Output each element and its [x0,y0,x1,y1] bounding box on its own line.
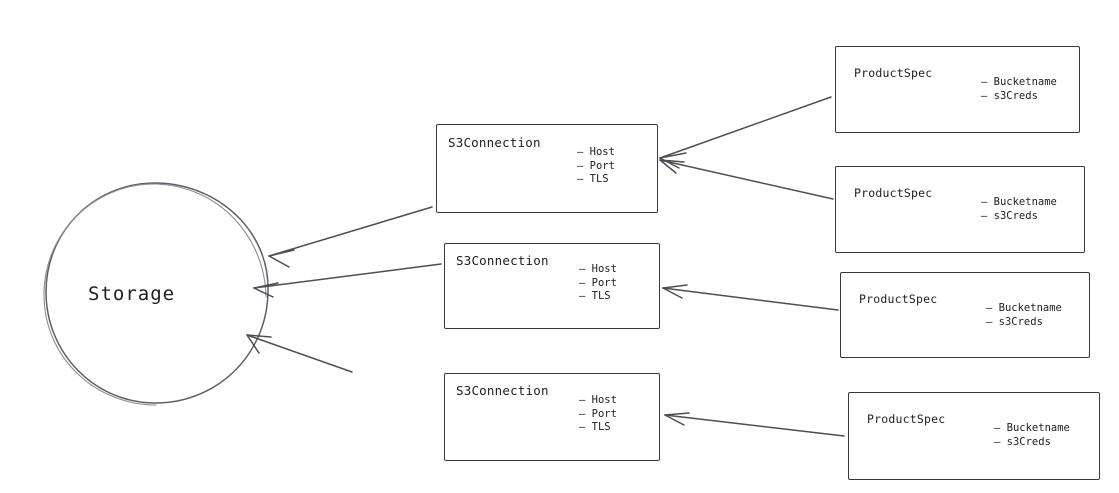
arrow-conn3-to-storage [246,334,353,373]
node-productspec-4[interactable]: ProductSpec – Bucketname – s3Creds [848,392,1100,480]
node-title: S3Connection [448,135,541,150]
node-attrs: – Host – Port – TLS [579,263,617,304]
storage-node-label: Storage [88,283,176,305]
node-attrs: – Bucketname – s3Creds [986,302,1062,329]
attr-item: – Port [579,276,617,289]
node-productspec-2[interactable]: ProductSpec – Bucketname – s3Creds [835,166,1085,253]
arrow-spec1-to-conn1 [659,96,832,169]
node-s3connection-1[interactable]: S3Connection – Host – Port – TLS [436,124,658,213]
arrow-spec4-to-conn3 [664,412,845,437]
node-s3connection-2[interactable]: S3Connection – Host – Port – TLS [444,243,660,329]
arrow-conn1-to-storage [268,206,433,268]
node-title: ProductSpec [859,292,938,306]
attr-item: – TLS [579,290,611,302]
node-title: ProductSpec [854,66,933,80]
node-attrs: – Host – Port – TLS [577,146,615,187]
attr-item: – s3Creds [981,209,1038,222]
node-productspec-1[interactable]: ProductSpec – Bucketname – s3Creds [835,46,1080,133]
attr-item: – TLS [577,173,609,185]
node-attrs: – Bucketname – s3Creds [981,76,1057,103]
attr-item: – s3Creds [981,89,1038,102]
attr-item: – Port [579,407,617,420]
attr-item: – Host [577,146,615,158]
attr-item: – s3Creds [986,315,1043,328]
node-attrs: – Host – Port – TLS [579,394,617,435]
node-title: S3Connection [456,253,549,268]
node-title: ProductSpec [867,412,946,426]
attr-item: – Bucketname [994,422,1070,434]
attr-item: – Host [579,263,617,275]
attr-item: – Host [579,394,617,406]
arrow-conn2-to-storage [253,263,442,298]
attr-item: – Bucketname [981,196,1057,208]
node-productspec-3[interactable]: ProductSpec – Bucketname – s3Creds [840,272,1090,358]
attr-item: – s3Creds [994,435,1051,448]
node-attrs: – Bucketname – s3Creds [994,422,1070,449]
arrow-spec2-to-conn1 [659,159,834,200]
attr-item: – Port [577,159,615,172]
node-title: ProductSpec [854,186,933,200]
attr-item: – Bucketname [981,76,1057,88]
attr-item: – Bucketname [986,302,1062,314]
arrow-spec3-to-conn2 [662,284,839,311]
attr-item: – TLS [579,421,611,433]
node-s3connection-3[interactable]: S3Connection – Host – Port – TLS [444,373,660,461]
node-title: S3Connection [456,383,549,398]
node-attrs: – Bucketname – s3Creds [981,196,1057,223]
